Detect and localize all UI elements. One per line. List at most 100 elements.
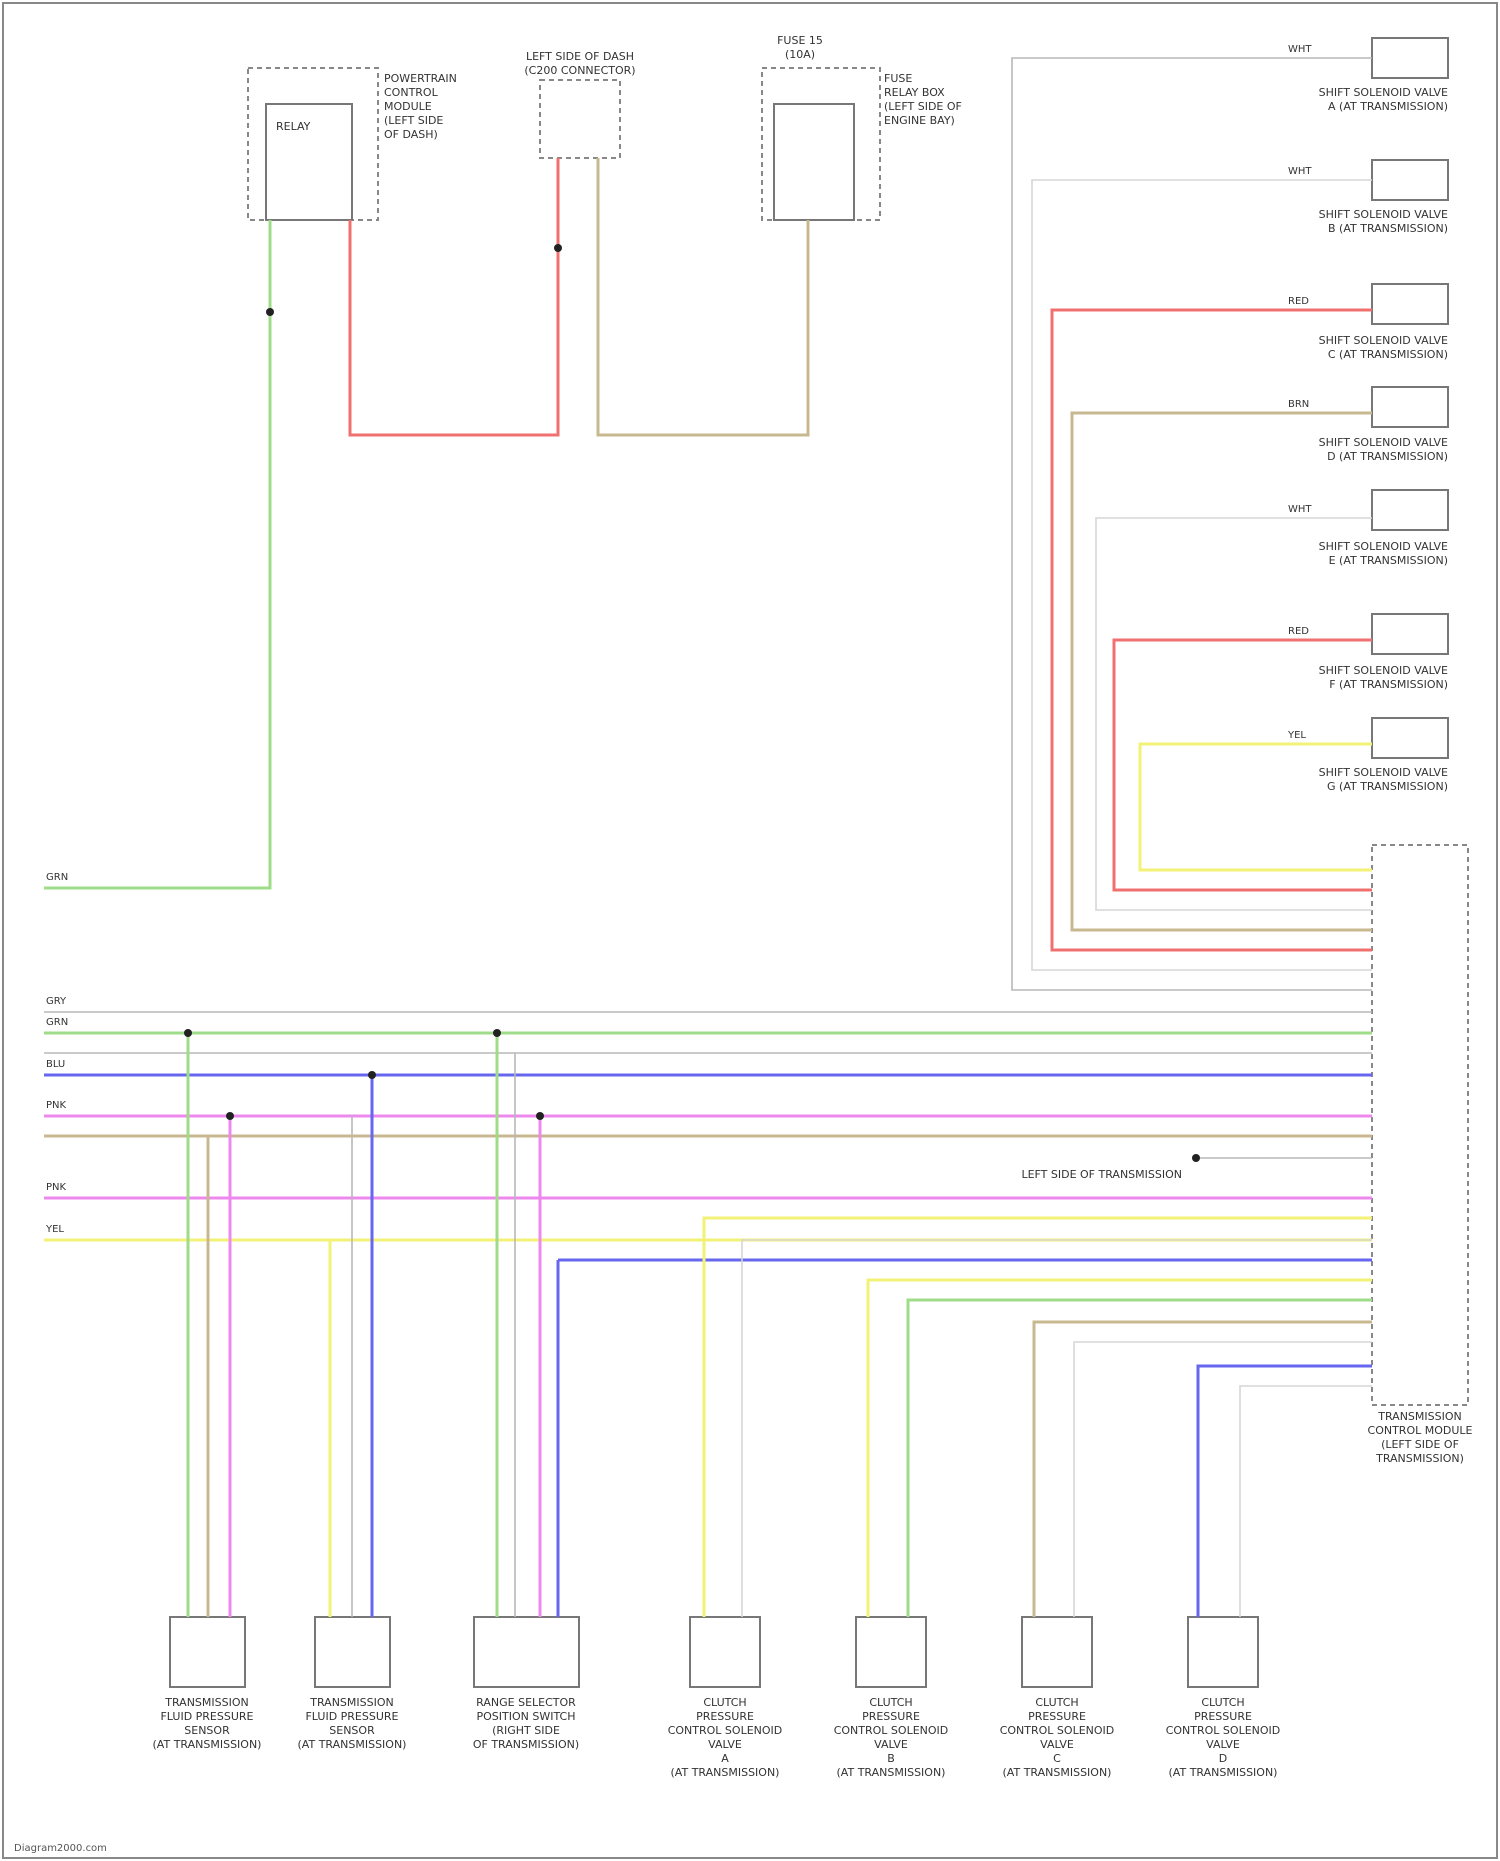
label-bottom-7-line: CLUTCH — [1201, 1696, 1244, 1709]
label-bottom-7-line: (AT TRANSMISSION) — [1169, 1766, 1278, 1779]
label-bottom-4-line: CLUTCH — [703, 1696, 746, 1709]
label-dash-connector: LEFT SIDE OF DASH(C200 CONNECTOR) — [524, 50, 635, 77]
label-bottom-6: CLUTCHPRESSURECONTROL SOLENOIDVALVEC(AT … — [1000, 1696, 1115, 1779]
label-bottom-4-line: PRESSURE — [696, 1710, 754, 1723]
label-relay: RELAY — [276, 120, 311, 133]
label-bottom-3-line: (RIGHT SIDE — [492, 1724, 560, 1737]
label-bottom-2-line: TRANSMISSION — [309, 1696, 393, 1709]
wire-solenoid-5 — [1096, 518, 1372, 910]
label-ground: LEFT SIDE OF TRANSMISSION — [1021, 1168, 1182, 1181]
wire-label-green: GRN — [46, 872, 68, 883]
wire-drop-blue-2 — [558, 1260, 1372, 1617]
label-fuse-box-line: (LEFT SIDE OF — [884, 100, 962, 113]
label-solenoid-4-line: D (AT TRANSMISSION) — [1327, 450, 1448, 463]
ground-dot — [1192, 1154, 1200, 1162]
label-solenoid-3-line: SHIFT SOLENOID VALVE — [1319, 334, 1448, 347]
label-powertrain-module-line: CONTROL — [384, 86, 439, 99]
label-bottom-5-line: (AT TRANSMISSION) — [837, 1766, 946, 1779]
splice-dot — [368, 1071, 376, 1079]
bottom-components — [170, 1617, 1258, 1687]
wire-label-left-1: GRY — [46, 996, 67, 1007]
label-tcm-line: TRANSMISSION) — [1375, 1452, 1464, 1465]
wire-label-solenoid-5: WHT — [1288, 504, 1312, 515]
label-tcm-line: TRANSMISSION — [1377, 1410, 1461, 1423]
label-fuse-box-line: ENGINE BAY) — [884, 114, 955, 127]
label-bottom-2-line: SENSOR — [329, 1724, 375, 1737]
wire-clutch-a-ret — [742, 1240, 1372, 1617]
label-powertrain-module-line: MODULE — [384, 100, 432, 113]
wire-label-left-3: BLU — [46, 1059, 65, 1070]
label-bottom-3-line: OF TRANSMISSION) — [473, 1738, 579, 1751]
footer-credit: Diagram2000.com — [14, 1843, 107, 1854]
label-powertrain-module: POWERTRAINCONTROLMODULE(LEFT SIDEOF DASH… — [384, 72, 457, 141]
wire-label-solenoid-3: RED — [1288, 296, 1309, 307]
label-fuse-box-line: RELAY BOX — [884, 86, 945, 99]
splice-dot-green — [266, 308, 274, 316]
label-bottom-5-line: CONTROL SOLENOID — [834, 1724, 949, 1737]
label-bottom-2-line: FLUID PRESSURE — [305, 1710, 398, 1723]
top-components — [248, 38, 1468, 1405]
label-fuse-header-line: FUSE 15 — [777, 34, 823, 47]
wire-label-solenoid-6: RED — [1288, 626, 1309, 637]
wire-layer — [44, 58, 1372, 1617]
label-fuse-header-line: (10A) — [785, 48, 815, 61]
label-solenoid-7-line: G (AT TRANSMISSION) — [1327, 780, 1448, 793]
label-bottom-4-line: A — [721, 1752, 729, 1765]
label-bottom-1-line: TRANSMISSION — [164, 1696, 248, 1709]
label-solenoid-2-line: SHIFT SOLENOID VALVE — [1319, 208, 1448, 221]
label-fuse-box-line: FUSE — [884, 72, 912, 85]
label-bottom-7-line: VALVE — [1206, 1738, 1240, 1751]
label-solenoid-6-line: SHIFT SOLENOID VALVE — [1319, 664, 1448, 677]
label-solenoid-3-line: C (AT TRANSMISSION) — [1328, 348, 1448, 361]
wire-label-left-5: PNK — [46, 1182, 67, 1193]
label-solenoid-6-line: F (AT TRANSMISSION) — [1329, 678, 1448, 691]
label-bottom-6-line: C — [1053, 1752, 1061, 1765]
label-ground-line: LEFT SIDE OF TRANSMISSION — [1021, 1168, 1182, 1181]
label-bottom-1-line: (AT TRANSMISSION) — [153, 1738, 262, 1751]
wire-label-left-4: PNK — [46, 1100, 67, 1111]
label-bottom-4-line: CONTROL SOLENOID — [668, 1724, 783, 1737]
label-bottom-3-line: RANGE SELECTOR — [476, 1696, 576, 1709]
wire-label-solenoid-7: YEL — [1287, 730, 1306, 741]
label-powertrain-module-line: POWERTRAIN — [384, 72, 457, 85]
wire-clutch-d-sig — [1198, 1366, 1372, 1617]
label-bottom-7-line: CONTROL SOLENOID — [1166, 1724, 1281, 1737]
wire-solenoid-1 — [1012, 58, 1372, 990]
label-tcm-line: (LEFT SIDE OF — [1381, 1438, 1459, 1451]
label-relay-line: RELAY — [276, 120, 311, 133]
wire-label-left-6: YEL — [45, 1224, 64, 1235]
label-bottom-7-line: D — [1219, 1752, 1227, 1765]
wire-solenoid-3 — [1052, 310, 1372, 950]
wire-solenoid-2 — [1032, 180, 1372, 970]
label-fuse-header: FUSE 15(10A) — [777, 34, 823, 61]
label-solenoid-7-line: SHIFT SOLENOID VALVE — [1319, 766, 1448, 779]
splice-dot-red — [554, 244, 562, 252]
wire-label-left-2: GRN — [46, 1017, 68, 1028]
wire-label-solenoid-1: WHT — [1288, 44, 1312, 55]
label-bottom-7-line: PRESSURE — [1194, 1710, 1252, 1723]
wire-solenoid-7 — [1140, 744, 1372, 870]
splice-dot — [184, 1029, 192, 1037]
label-bottom-1-line: FLUID PRESSURE — [160, 1710, 253, 1723]
label-bottom-4-line: VALVE — [708, 1738, 742, 1751]
wire-label-solenoid-4: BRN — [1288, 399, 1309, 410]
label-bottom-6-line: VALVE — [1040, 1738, 1074, 1751]
label-bottom-1-line: SENSOR — [184, 1724, 230, 1737]
label-solenoid-4-line: SHIFT SOLENOID VALVE — [1319, 436, 1448, 449]
label-solenoid-5-line: SHIFT SOLENOID VALVE — [1319, 540, 1448, 553]
label-tcm-line: CONTROL MODULE — [1368, 1424, 1473, 1437]
